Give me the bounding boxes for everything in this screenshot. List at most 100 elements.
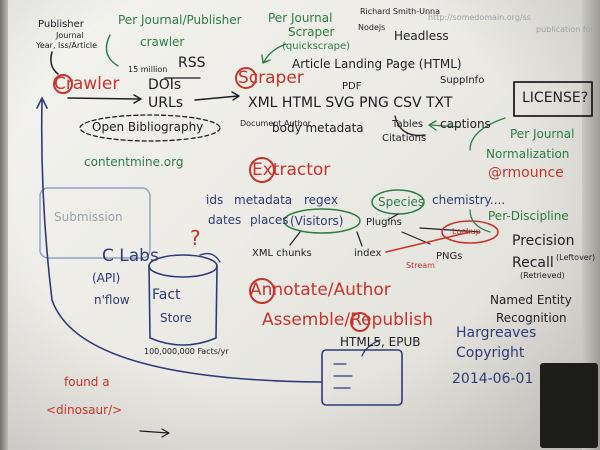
crawler-dois-arrow xyxy=(67,97,141,100)
scraper-heading: Scraper xyxy=(238,68,304,88)
republish-circle xyxy=(350,312,370,332)
green-scraper-arrow xyxy=(263,43,287,63)
store-label: Store xyxy=(160,311,192,325)
publisher-label: Publisher xyxy=(38,19,84,30)
headless-label: Headless xyxy=(394,29,449,43)
xml-chunks-label: XML chunks xyxy=(252,248,312,259)
question-mark: ? xyxy=(190,226,201,250)
assemble-heading: Assemble/Republish xyxy=(262,310,434,330)
api-label: (API) xyxy=(92,271,121,285)
rmounce-label: @rmounce xyxy=(488,165,564,181)
submission-box xyxy=(39,187,151,259)
license-label: LICENSE? xyxy=(522,90,589,106)
date-label: 2014-06-01 xyxy=(452,371,534,387)
output-document xyxy=(321,349,403,406)
pdf-label: PDF xyxy=(342,81,362,92)
crawler-circle xyxy=(53,74,73,94)
journal-label: Journal xyxy=(56,31,84,40)
urls-scraper-arrow xyxy=(194,95,239,101)
formats-label: XML HTML SVG PNG CSV TXT xyxy=(248,95,453,111)
fact-store-body xyxy=(148,265,218,346)
scraper-note-label: Scraper xyxy=(288,25,335,39)
recall-label: Recall xyxy=(512,255,554,271)
found-a-label: found a xyxy=(64,375,110,389)
lookup-ellipse xyxy=(441,220,499,244)
names-label: Richard Smith-Unna xyxy=(360,7,441,16)
tables-label: Tables xyxy=(392,119,424,130)
feedback-loop-arrow xyxy=(40,99,323,383)
nodejs-label: Nodejs xyxy=(358,23,386,32)
recognition-label: Recognition xyxy=(496,311,567,325)
hargreaves-label: Hargreaves xyxy=(456,325,537,341)
whiteboard-frame-right xyxy=(582,0,600,450)
citations-label: Citations xyxy=(382,133,427,144)
visitors-label: (Visitors) xyxy=(290,214,344,228)
species-label: Species xyxy=(378,195,425,209)
faded-right-note: publication for xyxy=(536,25,594,34)
precision-label: Precision xyxy=(512,233,575,249)
year-issue-label: Year, Iss/Article xyxy=(36,41,98,50)
captions-label: captions xyxy=(440,117,491,131)
crawler-note-label: crawler xyxy=(140,35,185,49)
copyright-label: Copyright xyxy=(456,345,525,361)
index-label: index xyxy=(354,248,382,259)
recall-sub-label: (Leftover) xyxy=(556,253,596,262)
tables-bracket xyxy=(394,115,426,137)
per-journal2-label: Per Journal xyxy=(510,127,575,141)
per-discipline-label: Per-Discipline xyxy=(488,209,569,223)
lookup-arrow xyxy=(385,231,471,253)
pngs-label: PNGs xyxy=(436,251,463,262)
license-box xyxy=(513,81,593,117)
green-crawler-arrow xyxy=(105,34,119,67)
dates-label: dates xyxy=(208,213,242,227)
urls-label: URLs xyxy=(148,95,184,111)
dois-label: DOIs xyxy=(148,77,182,93)
annotate-circle xyxy=(249,278,275,304)
lookup-label: Lookup xyxy=(452,227,481,236)
rmounce-arrow xyxy=(469,117,506,151)
annotate-heading: Annotate/Author xyxy=(250,280,391,300)
per-journal-publisher-label: Per Journal/Publisher xyxy=(118,13,242,27)
whiteboard-frame-left xyxy=(0,0,8,450)
ids-label: ids xyxy=(206,193,224,207)
supp-info-label: SuppInfo xyxy=(440,75,485,86)
recall-note-label: (Retrieved) xyxy=(520,271,565,280)
faded-url: http://somedomain.org/ss xyxy=(428,13,531,22)
places-label: places xyxy=(250,213,289,227)
named-entity-label: Named Entity xyxy=(490,293,572,307)
article-landing-label: Article Landing Page (HTML) xyxy=(292,57,462,71)
fact-label: Fact xyxy=(152,287,181,303)
contentmine-site: contentmine.org xyxy=(84,155,184,169)
captions-arrow xyxy=(429,124,461,128)
html5-epub-label: HTML5, EPUB xyxy=(340,335,421,349)
quickscrape-label: (quickscrape) xyxy=(282,41,351,52)
eraser-object xyxy=(540,363,598,448)
publisher-arrow xyxy=(50,51,59,75)
facts-per-year-label: 100,000,000 Facts/yr xyxy=(144,347,229,356)
fact-store-top xyxy=(148,254,218,278)
visitors-ellipse xyxy=(283,208,361,234)
nflow-label: n'flow xyxy=(94,293,130,307)
per-journal-label: Per Journal xyxy=(268,11,333,25)
rss-label: RSS xyxy=(178,55,206,71)
submission-label: Submission xyxy=(54,210,123,224)
fifteen-million-label: 15 million xyxy=(128,65,168,74)
open-bibliography-ellipse xyxy=(79,114,221,142)
scraper-circle xyxy=(235,67,257,89)
open-bibliography-label: Open Bibliography xyxy=(92,120,204,134)
crawler-heading: Crawler xyxy=(54,74,120,94)
stream-label: Stream xyxy=(406,261,435,270)
body-metadata-label: body metadata xyxy=(272,121,364,135)
small-note-label: Document Author xyxy=(240,119,311,128)
metadata-label: metadata xyxy=(234,193,293,207)
regex-label: regex xyxy=(304,193,338,207)
normalization-label: Normalization xyxy=(486,147,570,161)
plugins-label: Plugins xyxy=(366,217,402,228)
dinosaur-label: <dinosaur/> xyxy=(46,403,123,417)
c-labs-label: C Labs xyxy=(102,246,159,266)
chemistry-label: chemistry.... xyxy=(432,193,506,207)
extractor-circle xyxy=(249,157,275,183)
